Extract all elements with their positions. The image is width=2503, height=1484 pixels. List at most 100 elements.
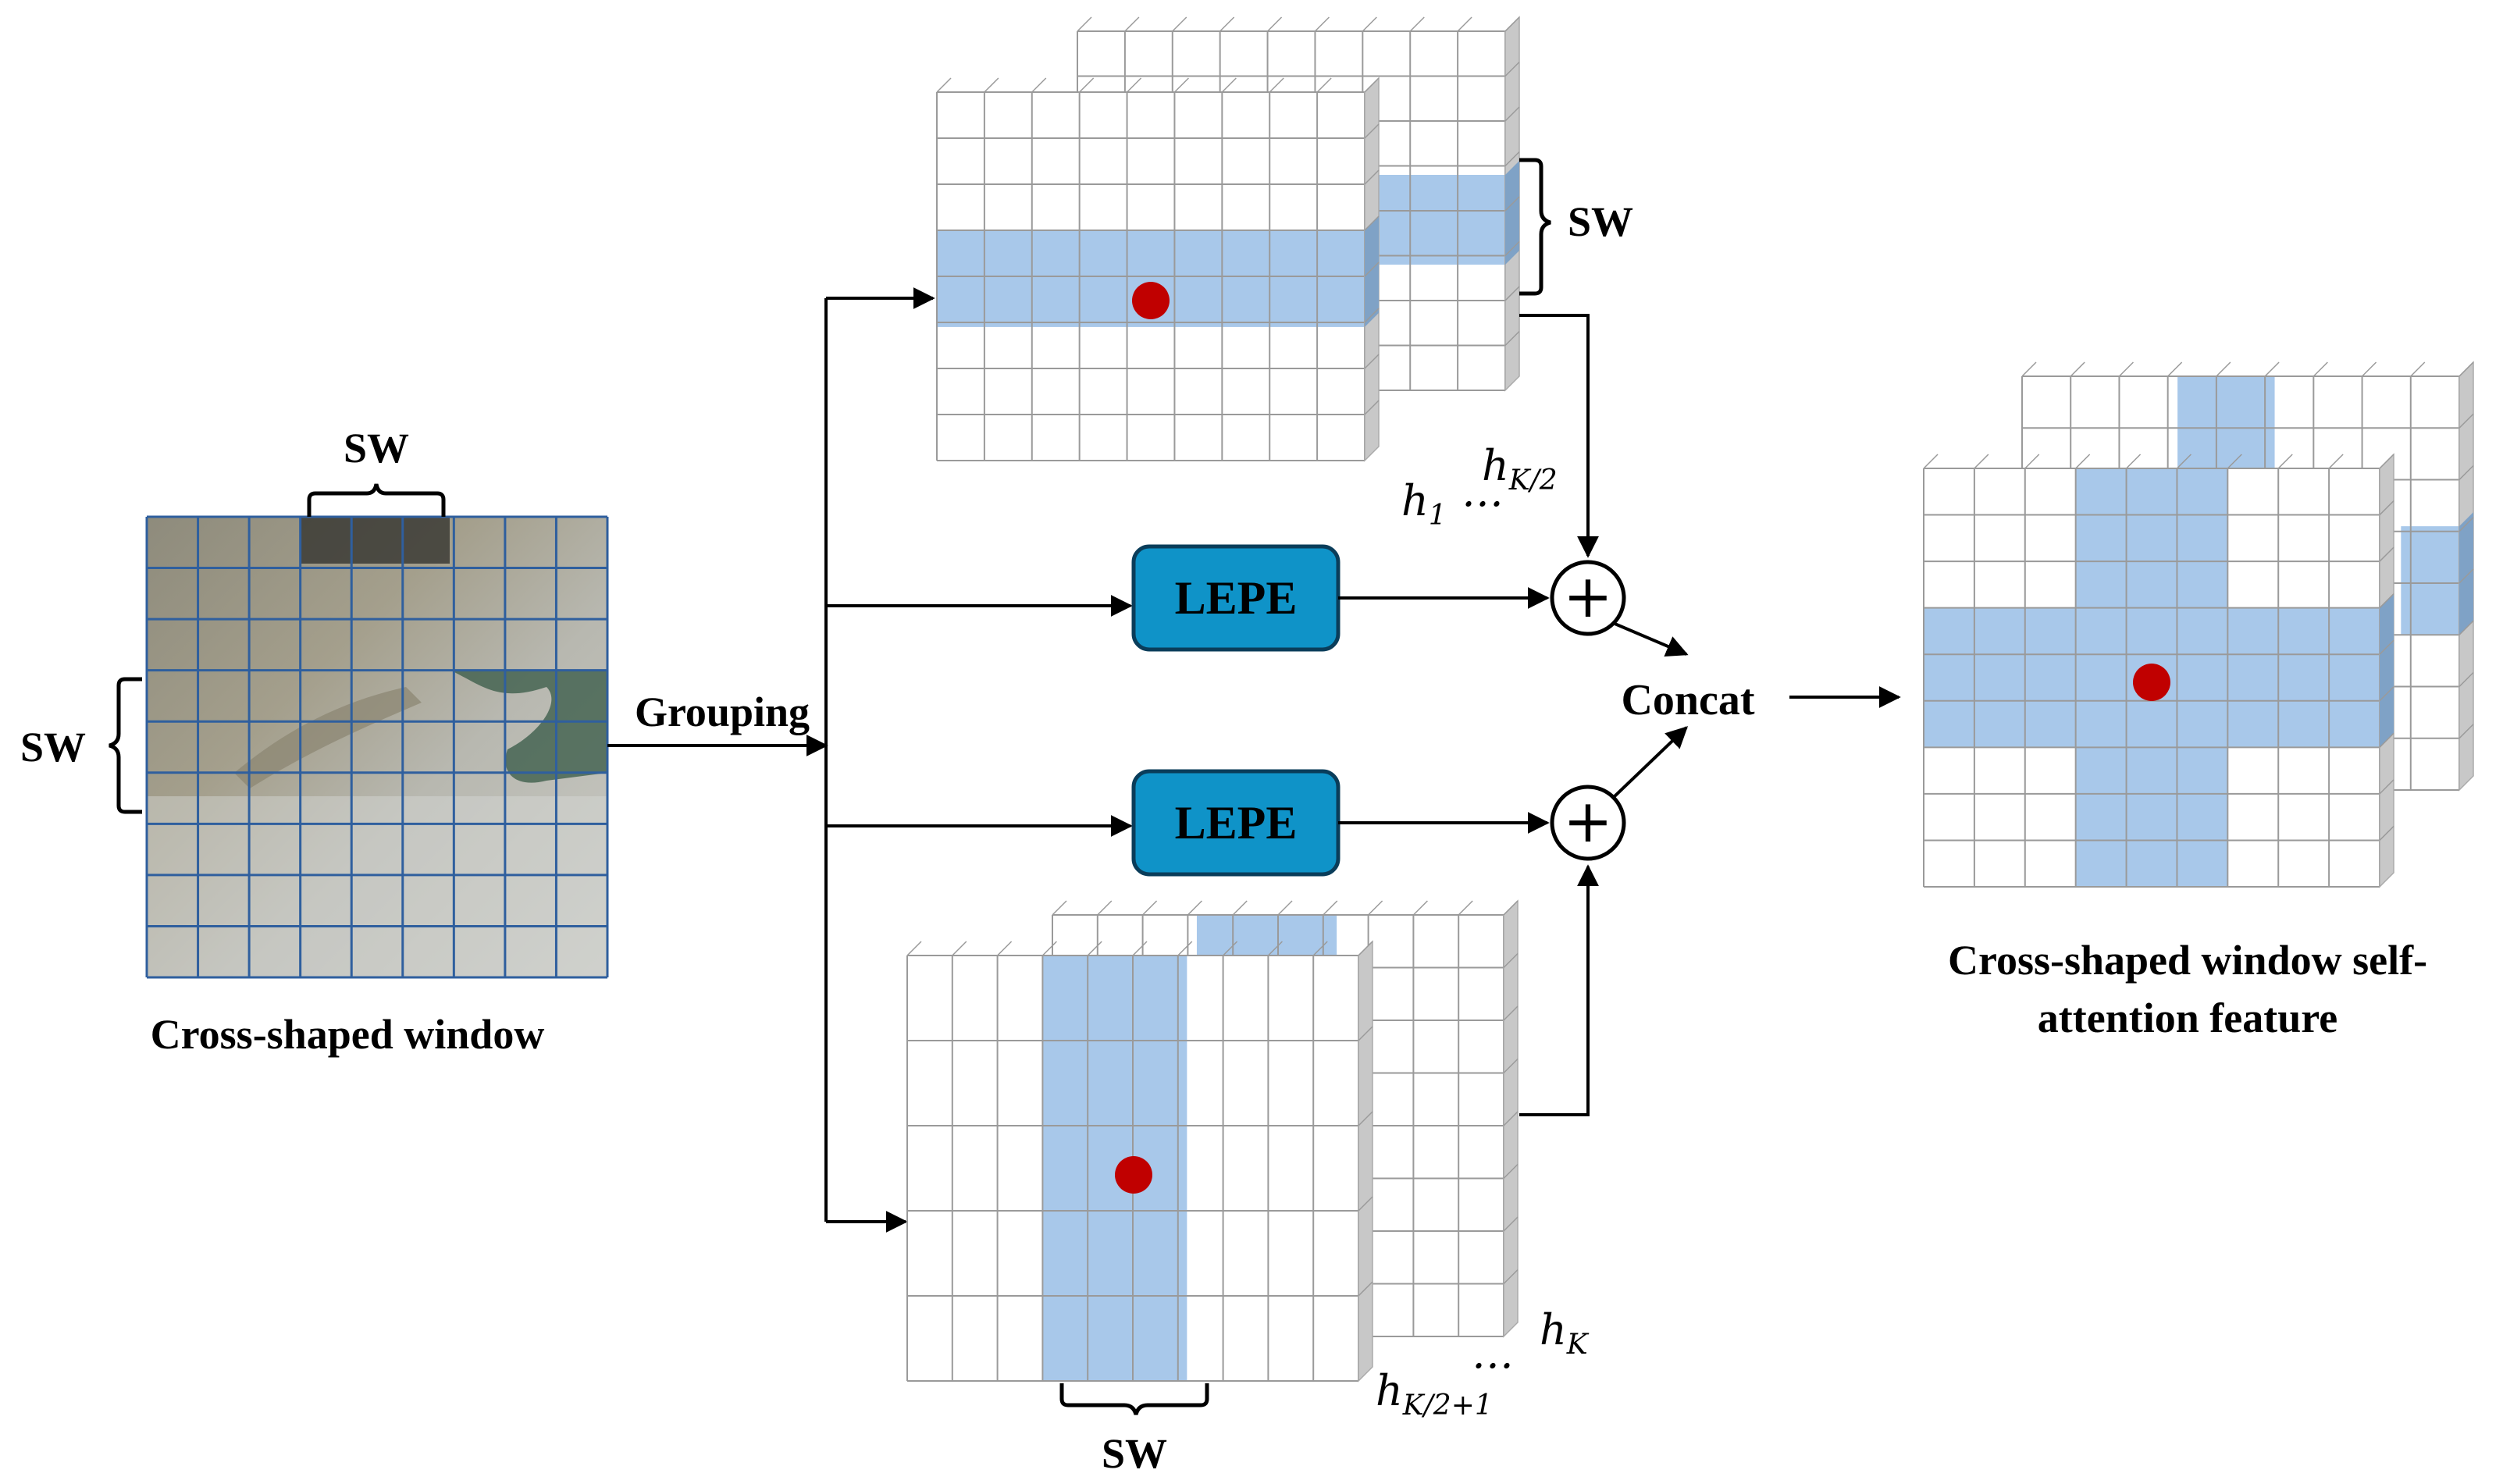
sw-brace-left <box>109 677 142 814</box>
add-node-bottom: + <box>1550 785 1626 861</box>
slab-side-tick <box>1504 106 1520 122</box>
head-label-hk2p1: hK/2+1 <box>1376 1366 1493 1422</box>
slab-side-highlight <box>1505 161 1519 265</box>
slab-side-highlight <box>2459 512 2473 635</box>
add-top-to-concat <box>1612 621 1689 657</box>
slab-side-tick <box>1503 1005 1519 1021</box>
slab-side-highlight <box>2380 593 2394 748</box>
slab-top-tick <box>2458 361 2474 377</box>
slab-side-tick <box>1358 1281 1373 1297</box>
slab-top-tick <box>1362 16 1377 32</box>
concat-label: Concat <box>1621 676 1754 724</box>
slab-top-tick <box>1077 16 1092 32</box>
grouping-label: Grouping <box>635 689 810 735</box>
slab-top-tick <box>1221 77 1237 93</box>
slab-top-tick <box>952 941 967 956</box>
satellite-shore <box>234 687 422 788</box>
slab-top-tick <box>2227 454 2242 469</box>
slab-side-tick <box>1504 151 1520 167</box>
input-image <box>145 515 609 979</box>
slab-top-tick <box>936 77 952 93</box>
slab-top-tick <box>2070 361 2085 377</box>
slab-side-tick <box>1504 61 1520 77</box>
query-dot <box>2133 664 2170 701</box>
slab-top-tick <box>1173 77 1189 93</box>
slab-top-tick <box>1132 941 1148 956</box>
add-node-top: + <box>1550 560 1626 636</box>
slab-side-tick <box>2379 686 2394 702</box>
slab-top-tick <box>1031 77 1047 93</box>
slab-side-tick <box>2458 724 2474 739</box>
slab-top-tick <box>1368 900 1383 916</box>
slab-side-tick <box>1358 1196 1373 1212</box>
slab-side-tick <box>1504 196 1520 212</box>
head-label-hk: hK <box>1540 1305 1590 1361</box>
sw-label-bottom: SW <box>1102 1430 1167 1477</box>
output-title-line2: attention feature <box>2038 995 2337 1041</box>
slab-top-tick <box>1358 941 1373 956</box>
slab-top-tick <box>2277 454 2293 469</box>
slab-side-tick <box>2458 671 2474 688</box>
slab-top-tick <box>2410 361 2426 377</box>
slab-side-tick <box>2379 825 2394 841</box>
slab-top-tick <box>1177 941 1193 956</box>
slab-top-tick <box>1041 941 1057 956</box>
head-label-hk2: hK/2 <box>1482 441 1558 496</box>
slab-top-tick <box>1127 77 1142 93</box>
slab-top-tick <box>1312 941 1328 956</box>
horizontal-stripe-stack <box>936 16 1520 462</box>
head-ellipsis-bottom: … <box>1472 1329 1514 1378</box>
query-dot <box>1115 1156 1152 1194</box>
lepe-bottom-block: LEPE <box>1131 769 1341 877</box>
slab-side-tick <box>1364 215 1380 231</box>
slab-top-tick <box>2362 361 2377 377</box>
slab-top-tick <box>1223 941 1238 956</box>
slab-side-tick <box>1503 1269 1519 1285</box>
add-bottom-symbol: + <box>1563 786 1613 856</box>
slab-top-tick <box>2024 454 2040 469</box>
sw-label-right: SW <box>1568 198 1633 245</box>
slab-top-tick <box>906 941 922 956</box>
sw-brace-right <box>1519 158 1551 296</box>
slab-side-tick <box>1504 286 1520 301</box>
slab-top-tick <box>1457 16 1472 32</box>
slab-side-tick <box>2379 779 2394 795</box>
slab-top-tick <box>997 941 1013 956</box>
slab-top-tick <box>1503 900 1519 916</box>
slab-side-tick <box>2458 517 2474 532</box>
slab-top-tick <box>1458 900 1473 916</box>
slab-top-tick <box>1079 77 1095 93</box>
lepe-top-block: LEPE <box>1131 544 1341 652</box>
slab-top-tick <box>1267 941 1283 956</box>
slab-top-tick <box>1142 900 1158 916</box>
slab-top-tick <box>1364 77 1380 93</box>
slab-top-tick <box>2379 454 2394 469</box>
slab-top-tick <box>1412 900 1428 916</box>
add-top-symbol: + <box>1563 561 1613 631</box>
slab-top-tick <box>1187 900 1202 916</box>
sw-label-top: SW <box>344 425 409 472</box>
slab-side-tick <box>1504 240 1520 257</box>
slab-top-tick <box>1087 941 1102 956</box>
slab-top-tick <box>1219 16 1235 32</box>
slab-top-tick <box>1504 16 1520 32</box>
slab-side-tick <box>2379 639 2394 655</box>
slab-top-tick <box>2167 361 2183 377</box>
slab-top-tick <box>1269 77 1284 93</box>
slab-top-tick <box>1277 900 1293 916</box>
slab-side-tick <box>1503 1216 1519 1232</box>
slab-top-tick <box>2313 361 2328 377</box>
slab-top-tick <box>2328 454 2344 469</box>
satellite-haze <box>147 796 607 977</box>
slab-top-tick <box>1314 16 1330 32</box>
slab-top-tick <box>2216 361 2231 377</box>
slab-top-tick <box>2264 361 2280 377</box>
slab-side-tick <box>1358 1111 1373 1126</box>
slab-side-tick <box>1503 1111 1519 1126</box>
lepe-top-label: LEPE <box>1175 572 1298 624</box>
satellite-river <box>453 671 607 783</box>
slab-side-tick <box>2379 593 2394 609</box>
slab-top-tick <box>2075 454 2091 469</box>
slab-top-tick <box>1316 77 1332 93</box>
slab-side-tick <box>1504 330 1520 347</box>
